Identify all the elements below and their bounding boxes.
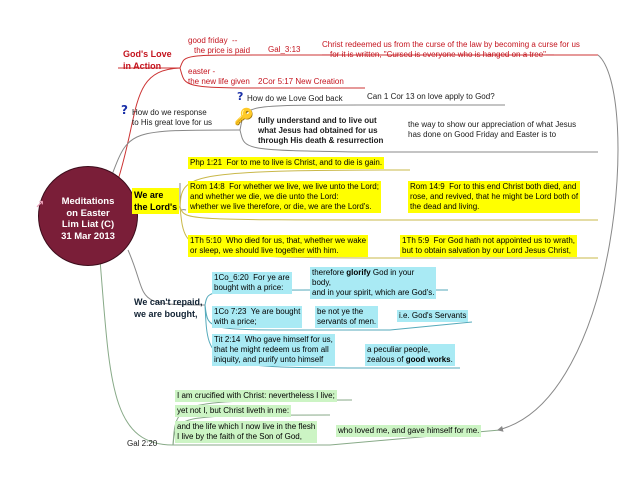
good-friday-topic[interactable]: good friday -- the price is paid [188, 36, 251, 55]
php-1-21[interactable]: Php 1:21 For to me to live is Christ, an… [188, 157, 385, 169]
1co-7-23[interactable]: 1Co 7:23 Ye are bought with a price; [212, 306, 303, 328]
gal-2-20-topic[interactable]: Gal 2:20 [127, 439, 158, 448]
cor13-topic[interactable]: Can 1 Cor 13 on love apply to God? [367, 92, 495, 101]
respond-topic[interactable]: How do we response to His great love for… [132, 108, 213, 127]
life-in-flesh-topic[interactable]: and the life which I now live in the fle… [175, 421, 318, 443]
way-to-show-topic[interactable]: the way to show our appreciation of what… [408, 120, 577, 139]
question-icon: ? [237, 90, 244, 103]
rom-14-8[interactable]: Rom 14:8 For whether we live, we live un… [188, 181, 381, 213]
rom-14-9[interactable]: Rom 14:9 For to this end Christ both die… [408, 181, 581, 213]
fully-understand-topic[interactable]: fully understand and to live out what Je… [258, 116, 384, 145]
center-line: Meditations [61, 196, 115, 207]
gods-servants-topic[interactable]: i.e. God's Servants [397, 310, 469, 322]
love-back-topic[interactable]: How do we Love God back [247, 94, 343, 103]
tit-2-14[interactable]: Tit 2:14 Who gave himself for us, that h… [212, 334, 335, 366]
yet-not-i-topic[interactable]: yet not I, but Christ liveth in me: [175, 405, 292, 417]
1co-6-20[interactable]: 1Co_6:20 For ye are bought with a price: [212, 272, 292, 294]
glorify-topic[interactable]: therefore glorify God in your body, and … [310, 267, 437, 299]
christ-redeemed-topic[interactable]: Christ redeemed us from the curse of the… [322, 40, 580, 59]
repaid-topic[interactable]: We can't repaid, we are bought, [134, 297, 203, 319]
arrow-icon: ↗ [35, 198, 45, 211]
center-line: Lim Liat (C) [61, 219, 115, 230]
easter-topic[interactable]: easter - the new life given [188, 67, 250, 86]
peculiar-topic[interactable]: a peculiar people, zealous of good works… [365, 344, 455, 366]
center-line: 31 Mar 2013 [61, 230, 115, 242]
key-icon: 🔑 [234, 109, 254, 126]
gods-love-title[interactable]: God's Love in Action [123, 49, 172, 71]
question-icon: ? [121, 103, 128, 117]
2cor-5-17-ref[interactable]: 2Cor 5:17 New Creation [258, 77, 344, 86]
central-topic[interactable]: Meditations on Easter Lim Liat (C) 31 Ma… [38, 166, 138, 266]
1th-5-9[interactable]: 1Th 5:9 For God hath not appointed us to… [400, 235, 577, 257]
center-line: on Easter [66, 207, 110, 219]
who-loved-me-topic[interactable]: who loved me, and gave himself for me. [336, 425, 482, 437]
crucified-topic[interactable]: I am crucified with Christ: nevertheless… [175, 390, 337, 402]
1th-5-10[interactable]: 1Th 5:10 Who died for us, that, whether … [188, 235, 369, 257]
lords-topic[interactable]: We are the Lord's [132, 188, 180, 214]
be-not-topic[interactable]: be not ye the servants of men. [315, 306, 379, 328]
gal-3-13-ref[interactable]: Gal_3:13 [268, 45, 301, 54]
